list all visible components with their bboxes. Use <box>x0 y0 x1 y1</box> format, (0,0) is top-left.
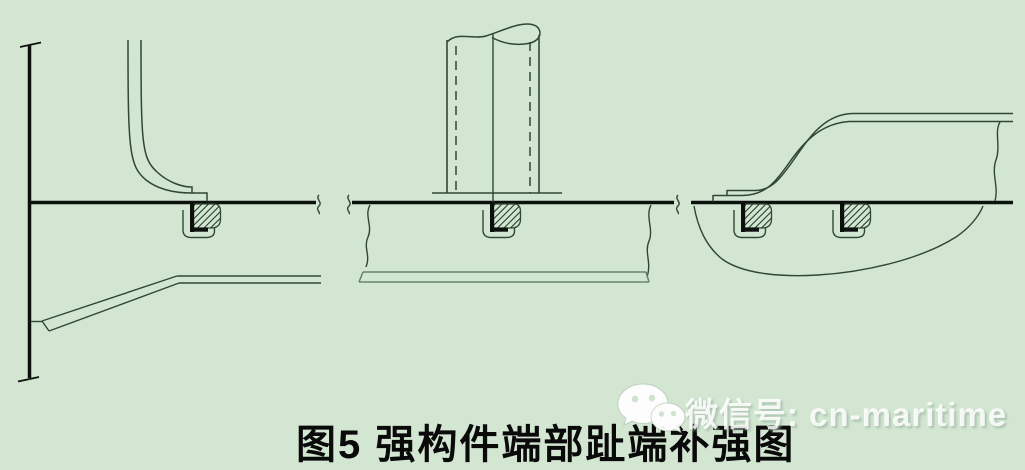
middle-panel-pillar-detail <box>346 23 680 283</box>
toe-section-right-1 <box>733 202 773 239</box>
stiffener-break-line <box>993 121 1001 202</box>
deck-break-squiggle <box>346 194 351 215</box>
under-deck-girder <box>358 204 652 283</box>
deck-break-squiggle <box>316 194 321 215</box>
right-panel-stiffener-detail <box>691 112 1013 277</box>
pipe-break-curl <box>446 23 541 46</box>
wechat-icon <box>617 383 686 434</box>
left-panel-bracket-detail <box>17 39 321 383</box>
toe-section-middle <box>482 202 522 239</box>
toe-section-left <box>182 202 222 239</box>
toe-section-right-2 <box>832 202 872 239</box>
bulkhead-bottom-break <box>17 376 40 383</box>
figure-caption: 图5 强构件端部趾端补强图 <box>296 423 796 467</box>
under-deck-web-outline <box>693 205 984 277</box>
watermark-text: 微信号: cn-maritime <box>685 396 1008 433</box>
pillar <box>432 23 562 202</box>
bulkhead-top-break <box>19 41 42 48</box>
watermark: 微信号: cn-maritime <box>605 380 1025 440</box>
under-deck-bracket <box>31 275 321 332</box>
curved-stiffener <box>712 112 1013 202</box>
bracket-flange-outer <box>127 39 208 202</box>
bracket-flange-inner <box>140 39 193 193</box>
deck-break-squiggle <box>675 194 680 215</box>
